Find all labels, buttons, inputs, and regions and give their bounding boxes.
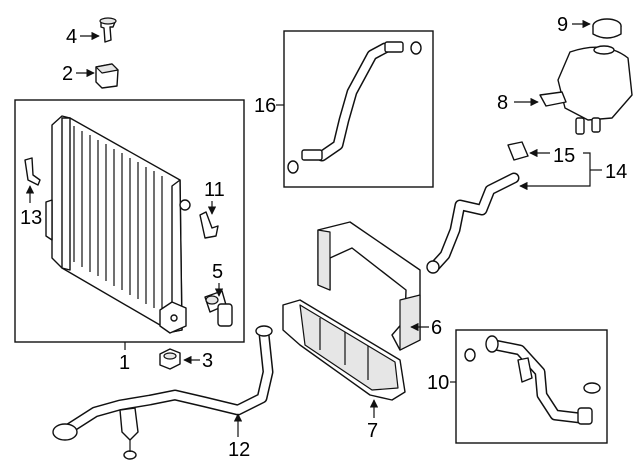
pipe-box — [283, 30, 434, 188]
callout-12: 12 — [228, 439, 250, 461]
callout-11: 11 — [204, 179, 225, 201]
part-16-pipe — [287, 41, 422, 174]
part-13-clip — [24, 157, 41, 186]
part-14-hose — [426, 172, 520, 274]
callout-3: 3 — [202, 350, 213, 372]
part-3-nut — [159, 348, 181, 370]
part-8-tank — [539, 45, 633, 135]
part-4-clip — [99, 17, 117, 43]
callout-13: 13 — [20, 207, 42, 229]
part-9-cap — [592, 18, 622, 39]
part-7-bracket — [282, 299, 406, 401]
part-2-nut — [95, 63, 119, 89]
callout-7: 7 — [367, 420, 378, 442]
callout-2: 2 — [62, 63, 73, 85]
part-6-shroud — [317, 221, 421, 351]
callout-9: 9 — [557, 14, 568, 36]
part-1-radiator — [45, 115, 191, 334]
callout-8: 8 — [497, 92, 508, 114]
callout-15: 15 — [553, 145, 575, 167]
part-10-hose — [464, 335, 601, 425]
hose-box — [455, 329, 608, 444]
callout-1: 1 — [119, 352, 130, 374]
callout-4: 4 — [66, 26, 77, 48]
callout-16: 16 — [254, 95, 276, 117]
part-12-hose — [52, 325, 274, 460]
part-15-clamp — [507, 141, 529, 161]
callout-5: 5 — [212, 261, 223, 283]
part-11-clip — [199, 211, 219, 239]
radiator-box — [14, 99, 245, 343]
callout-10: 10 — [427, 372, 449, 394]
callout-14: 14 — [605, 161, 627, 183]
callout-6: 6 — [431, 317, 442, 339]
part-5-sensor — [204, 290, 233, 327]
